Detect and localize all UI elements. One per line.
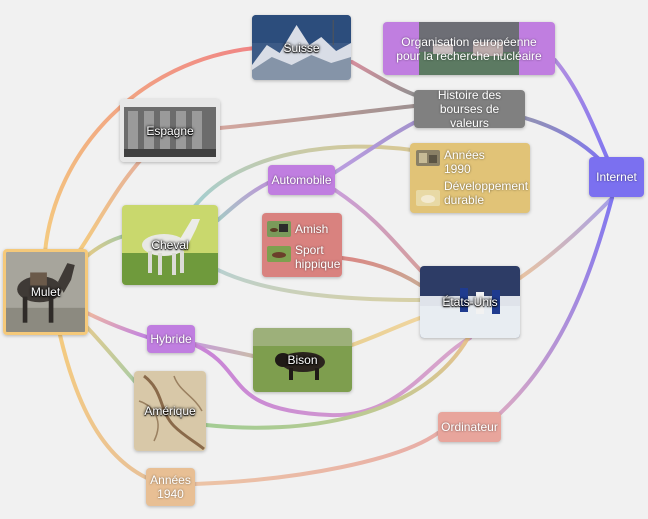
node-label: Amérique <box>144 404 196 418</box>
edge-etatsunis-internet <box>518 196 614 280</box>
edge-hybride-etatsunis <box>193 336 472 418</box>
node-label: Bison <box>287 353 318 367</box>
edge-cheval-automobile <box>216 181 270 222</box>
edge-mulet-suisse <box>43 46 257 254</box>
node-group-amish[interactable]: Amish Sport hippique <box>262 213 342 277</box>
node-label: Internet <box>596 170 637 184</box>
cern-photo-icon <box>419 22 519 75</box>
node-label-devdurable: Développement durable <box>444 179 529 207</box>
edge-cheval-arc <box>193 144 414 208</box>
node-automobile[interactable]: Automobile <box>268 165 335 195</box>
edge-annees1940-ordinateur <box>193 431 440 486</box>
edge-amerique-etatsunis <box>204 336 470 430</box>
edge-suisse-bourses <box>350 60 420 98</box>
buggy-thumbnail-icon <box>267 221 291 237</box>
node-label: Cheval <box>151 238 189 252</box>
node-ordinateur[interactable]: Ordinateur <box>438 412 501 442</box>
horse-photo-icon <box>122 205 218 285</box>
edge-ordinateur-internet <box>493 196 614 420</box>
node-cern[interactable]: Organisation européenne pour la recherch… <box>383 22 555 75</box>
node-bourses[interactable]: Histoire des bourses de valeurs <box>414 90 525 128</box>
edge-mulet-annees1940 <box>58 333 149 480</box>
node-label-annees1990: Années 1990 <box>444 148 485 176</box>
edge-bourses-internet <box>523 116 602 162</box>
node-annees1940[interactable]: Années 1940 <box>146 468 195 506</box>
node-label: Histoire des bourses de valeurs <box>437 90 502 128</box>
node-label: Ordinateur <box>441 420 498 434</box>
node-label: Hybride <box>150 332 192 346</box>
edge-mulet-hybride <box>83 310 149 339</box>
node-label: Automobile <box>271 173 332 187</box>
node-label: Mulet <box>30 285 61 299</box>
node-cheval[interactable]: Cheval <box>122 205 218 285</box>
node-internet[interactable]: Internet <box>589 157 644 197</box>
hockey-photo-icon <box>420 266 520 338</box>
node-label: Suisse <box>283 40 320 55</box>
node-group-annees1990[interactable]: Années 1990 Développement durable <box>410 143 530 213</box>
node-etatsunis[interactable]: États-Unis <box>420 266 520 338</box>
edge-espagne-bourses <box>218 104 416 130</box>
map-photo-icon <box>134 371 206 451</box>
node-label: Espagne <box>146 123 194 138</box>
node-mulet[interactable]: Mulet <box>3 249 88 335</box>
bison-photo-icon <box>253 328 352 392</box>
mountain-photo-icon <box>252 15 351 80</box>
node-label: Années 1940 <box>150 473 191 501</box>
node-label-amish: Amish <box>295 222 329 236</box>
node-amerique[interactable]: Amérique <box>134 371 206 451</box>
node-hybride[interactable]: Hybride <box>147 325 195 353</box>
edge-cheval-etatsunis <box>216 268 422 302</box>
node-label-sport: Sport hippique <box>295 243 341 271</box>
factory-photo-icon <box>120 99 220 162</box>
node-suisse[interactable]: Suisse <box>252 15 351 80</box>
edge-hybride-bison <box>193 342 255 358</box>
edge-amish-etatsunis <box>340 256 422 287</box>
node-label: Organisation européenne pour la recherch… <box>396 34 542 63</box>
horse-race-thumbnail-icon <box>267 246 291 262</box>
photo-thumbnail-icon <box>416 150 440 166</box>
edge-automobile-etatsunis <box>333 188 427 277</box>
edge-cern-internet <box>553 58 610 162</box>
edge-bison-etatsunis <box>350 316 422 347</box>
mule-photo-icon <box>6 252 85 332</box>
node-label: États-Unis <box>442 295 498 309</box>
node-bison[interactable]: Bison <box>253 328 352 392</box>
leaf-thumbnail-icon <box>416 190 440 206</box>
node-espagne[interactable]: Espagne <box>120 99 220 162</box>
